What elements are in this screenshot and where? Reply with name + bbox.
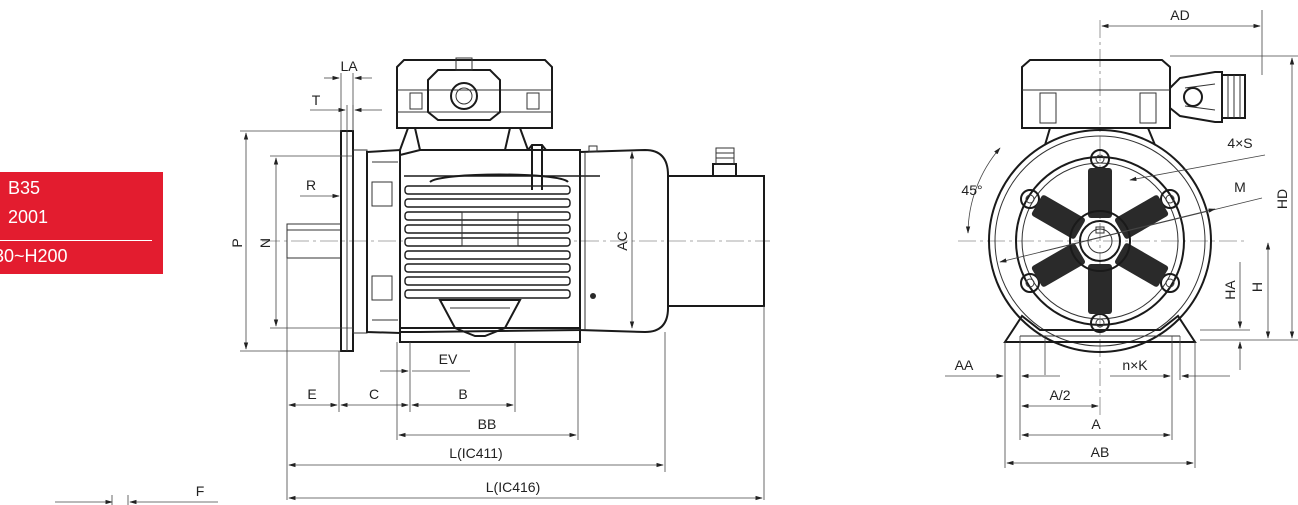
- fan-spokes: [1031, 168, 1169, 314]
- label-LA: LA: [340, 58, 358, 74]
- cooling-fins: [404, 175, 600, 299]
- label-B: B: [458, 386, 467, 402]
- label-P: P: [229, 238, 245, 247]
- label-4xS: 4×S: [1227, 135, 1252, 151]
- label-EV: EV: [439, 351, 458, 367]
- label-AB: AB: [1091, 444, 1110, 460]
- label-E: E: [307, 386, 316, 402]
- label-R: R: [306, 177, 316, 193]
- label-AD: AD: [1170, 7, 1189, 23]
- label-A-half: A/2: [1049, 387, 1070, 403]
- motor-feet: [399, 327, 581, 343]
- badge-line-2: 2001: [8, 207, 49, 227]
- label-L-IC411: L(IC411): [449, 445, 502, 461]
- label-AC: AC: [614, 231, 630, 250]
- side-view: P N LA T R AC EV: [55, 57, 770, 505]
- label-45-degrees: 45°: [961, 182, 982, 198]
- ventilation-unit: [667, 175, 765, 307]
- label-BB: BB: [478, 416, 497, 432]
- fan-cover: [579, 148, 669, 334]
- label-F: F: [196, 483, 205, 499]
- label-L-IC416: L(IC416): [486, 479, 540, 495]
- label-HD: HD: [1274, 189, 1290, 209]
- end-terminal-box: [1021, 59, 1171, 129]
- badge-line-3: 30~H200: [0, 246, 68, 266]
- label-N: N: [257, 238, 273, 248]
- badge-divider: [0, 240, 152, 241]
- terminal-box: [396, 59, 553, 129]
- cable-gland: [1169, 71, 1223, 123]
- label-nxK: n×K: [1122, 357, 1148, 373]
- badge-line-1: B35: [8, 178, 41, 198]
- label-T: T: [312, 92, 321, 108]
- label-H: H: [1249, 282, 1265, 292]
- label-AA: AA: [955, 357, 974, 373]
- series-badge: B35 2001 30~H200: [0, 172, 163, 274]
- housing-circle: [988, 129, 1212, 353]
- label-HA: HA: [1222, 280, 1238, 300]
- end-view: AD HD H HA 4×S M 45° AA: [945, 7, 1298, 468]
- label-A: A: [1091, 416, 1101, 432]
- label-M: M: [1234, 179, 1246, 195]
- label-C: C: [369, 386, 379, 402]
